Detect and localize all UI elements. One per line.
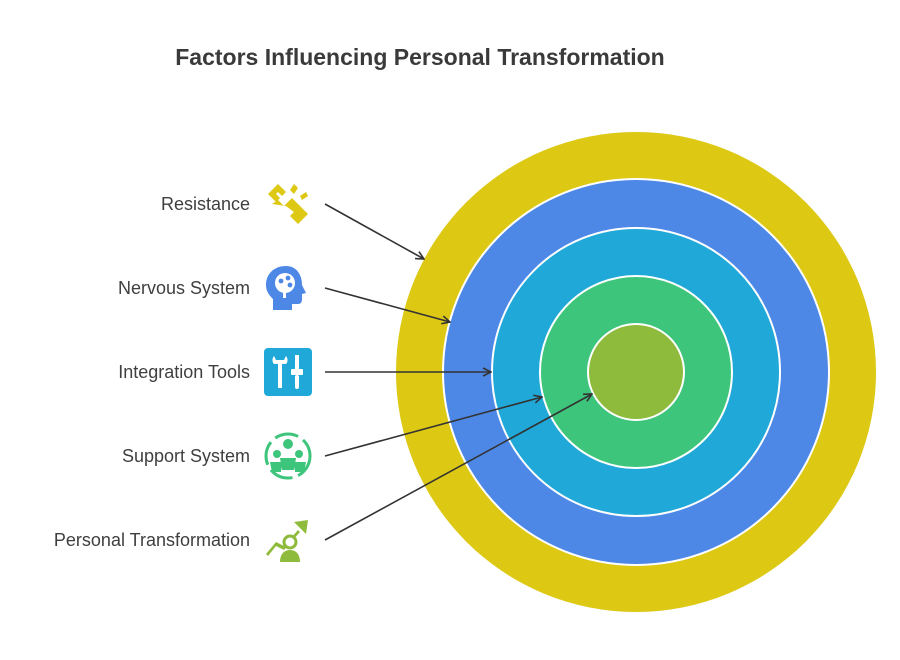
- head-brain-icon: [266, 266, 306, 310]
- label-resistance: Resistance: [160, 194, 250, 214]
- arrow-resistance: [324, 203, 424, 259]
- growth-person-icon: [266, 520, 308, 562]
- arrow-nervous-system: [324, 287, 450, 322]
- group-support-icon: [264, 432, 312, 480]
- arrow-personal-transformation: [324, 394, 592, 541]
- label-nervous-system: Nervous System: [117, 278, 250, 298]
- tools-icon: [264, 348, 312, 396]
- label-integration-tools: Integration Tools: [118, 362, 250, 382]
- label-personal-transformation: Personal Transformation: [53, 530, 250, 550]
- label-support-system: Support System: [121, 446, 250, 466]
- ring-personal-transformation: [587, 323, 685, 421]
- arrow-support-system: [324, 397, 542, 457]
- diagram-title: Factors Influencing Personal Transformat…: [175, 44, 665, 70]
- broken-link-icon: [268, 184, 308, 224]
